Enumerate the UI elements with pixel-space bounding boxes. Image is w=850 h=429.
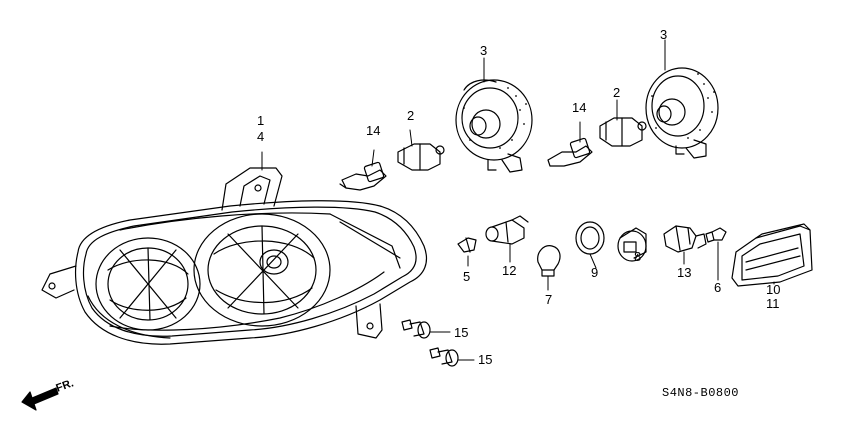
callout-15-upper: 15 [454,325,469,340]
socket-8 [617,227,647,262]
callout-13: 13 [677,265,692,280]
callout-3-right: 3 [660,27,668,42]
cover-3-left [455,79,533,173]
socket-2-right [599,117,647,147]
callout-7: 7 [545,292,553,307]
bulb-6 [705,227,727,243]
gasket-9 [575,221,605,255]
cover-3-right [645,67,719,159]
leader-lines [261,39,775,361]
screw-15-upper [401,319,431,339]
diagram-code: S4N8-B0800 [662,386,740,400]
bulb-5 [457,237,477,253]
callout-8: 8 [634,249,642,264]
socket-2-left [397,143,445,171]
callout-14-left: 14 [366,123,381,138]
socket-12 [485,215,529,245]
callout-10: 10 [766,282,781,297]
callout-1: 1 [257,113,265,128]
callout-6: 6 [714,280,722,295]
callout-2-left: 2 [407,108,415,123]
bulb-7 [537,245,561,277]
callout-4: 4 [257,129,265,144]
callout-15-lower: 15 [478,352,493,367]
callout-11: 11 [766,296,780,311]
bulb-14-left [339,161,387,191]
callout-9: 9 [591,265,599,280]
callout-3-left: 3 [480,43,488,58]
callout-2-right: 2 [613,85,621,100]
front-arrow-icon [21,387,59,411]
callout-12: 12 [502,263,517,278]
bulb-14-right [547,137,593,167]
callout-14-right: 14 [572,100,587,115]
headlight-assembly [41,167,428,345]
socket-13 [663,225,707,253]
screw-15-lower [429,347,459,367]
side-marker-10-11 [731,223,813,287]
callout-5: 5 [463,269,471,284]
